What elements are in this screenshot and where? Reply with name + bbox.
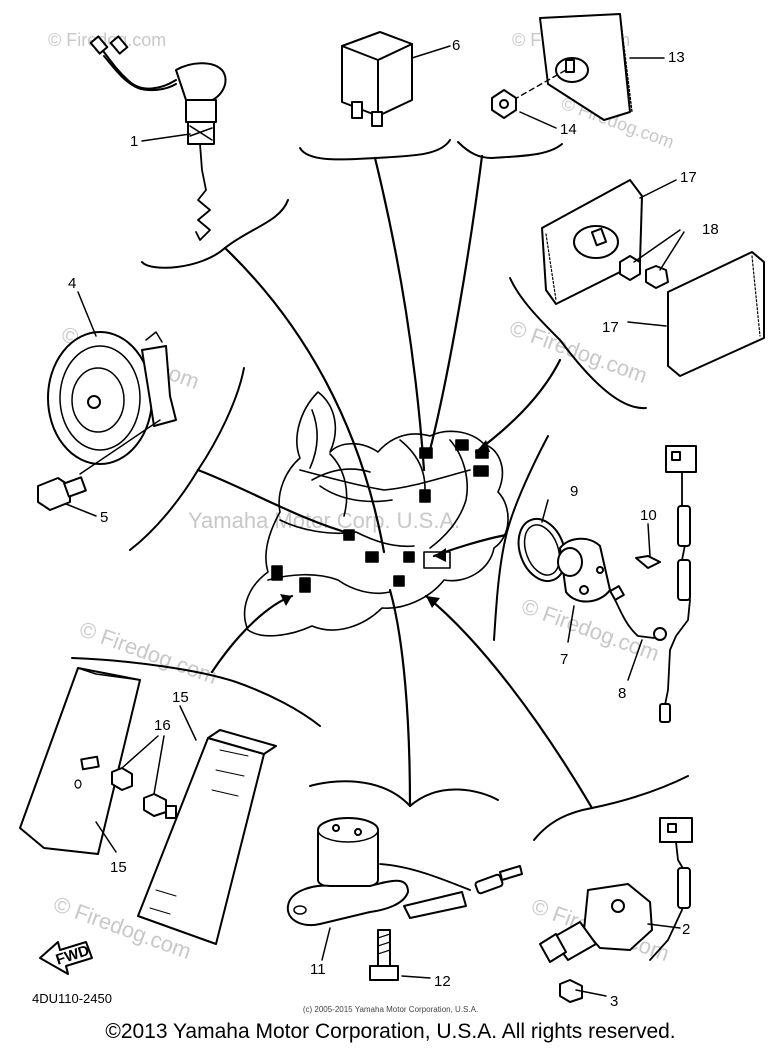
callout-6: 6: [452, 37, 460, 54]
part-7-10-sensor: [517, 445, 697, 723]
callout-17: 17: [680, 169, 697, 186]
callout-13: 13: [668, 49, 685, 66]
part-6-relay: [341, 31, 451, 127]
arrowheads: [280, 440, 490, 608]
callout-2: 2: [682, 921, 690, 938]
part-15-16-side-reflectors: [19, 667, 277, 945]
frame-silhouette: [243, 391, 509, 637]
forward-arrow: FWD: [39, 941, 93, 975]
callout-17: 17: [602, 319, 619, 336]
part-17-18-reflectors: [541, 179, 765, 377]
leader-lines: [196, 154, 594, 810]
callout-4: 4: [68, 275, 76, 292]
part-1-switch: [89, 35, 227, 241]
callout-labels: 1 6 13 14 17 18 17 4 5 9 10 7 8 15 16 15…: [68, 37, 719, 1010]
watermark-center: Yamaha Motor Corp. U.S.A.: [188, 508, 460, 533]
callout-15: 15: [110, 859, 127, 876]
drawing-code: 4DU110-2450: [32, 991, 112, 1006]
callout-5: 5: [100, 509, 108, 526]
callout-10: 10: [640, 507, 657, 524]
part-11-12-level-switch: [286, 817, 523, 981]
callout-11: 11: [310, 961, 326, 978]
part-13-14-reflector: [491, 13, 665, 129]
watermark-brand: © Firedog.com: [48, 30, 166, 50]
callout-1: 1: [130, 133, 138, 150]
group-brackets: [71, 139, 689, 841]
watermark-brand: © Firedog.com: [518, 593, 662, 666]
callout-9: 9: [570, 483, 578, 500]
callout-14: 14: [560, 121, 577, 138]
callout-18: 18: [702, 221, 719, 238]
small-copyright: (c) 2005-2015 Yamaha Motor Corporation, …: [302, 1005, 479, 1014]
part-4-5-horn: [37, 291, 177, 517]
copyright-notice: ©2013 Yamaha Motor Corporation, U.S.A. A…: [105, 1020, 676, 1043]
part-2-3-solenoid: [539, 817, 693, 1003]
callout-7: 7: [560, 651, 568, 668]
callout-16: 16: [154, 717, 171, 734]
callout-15: 15: [172, 689, 189, 706]
callout-3: 3: [610, 993, 618, 1010]
callout-8: 8: [618, 685, 626, 702]
watermark-brand: © Firedog.com: [506, 315, 650, 388]
callout-12: 12: [434, 973, 451, 990]
